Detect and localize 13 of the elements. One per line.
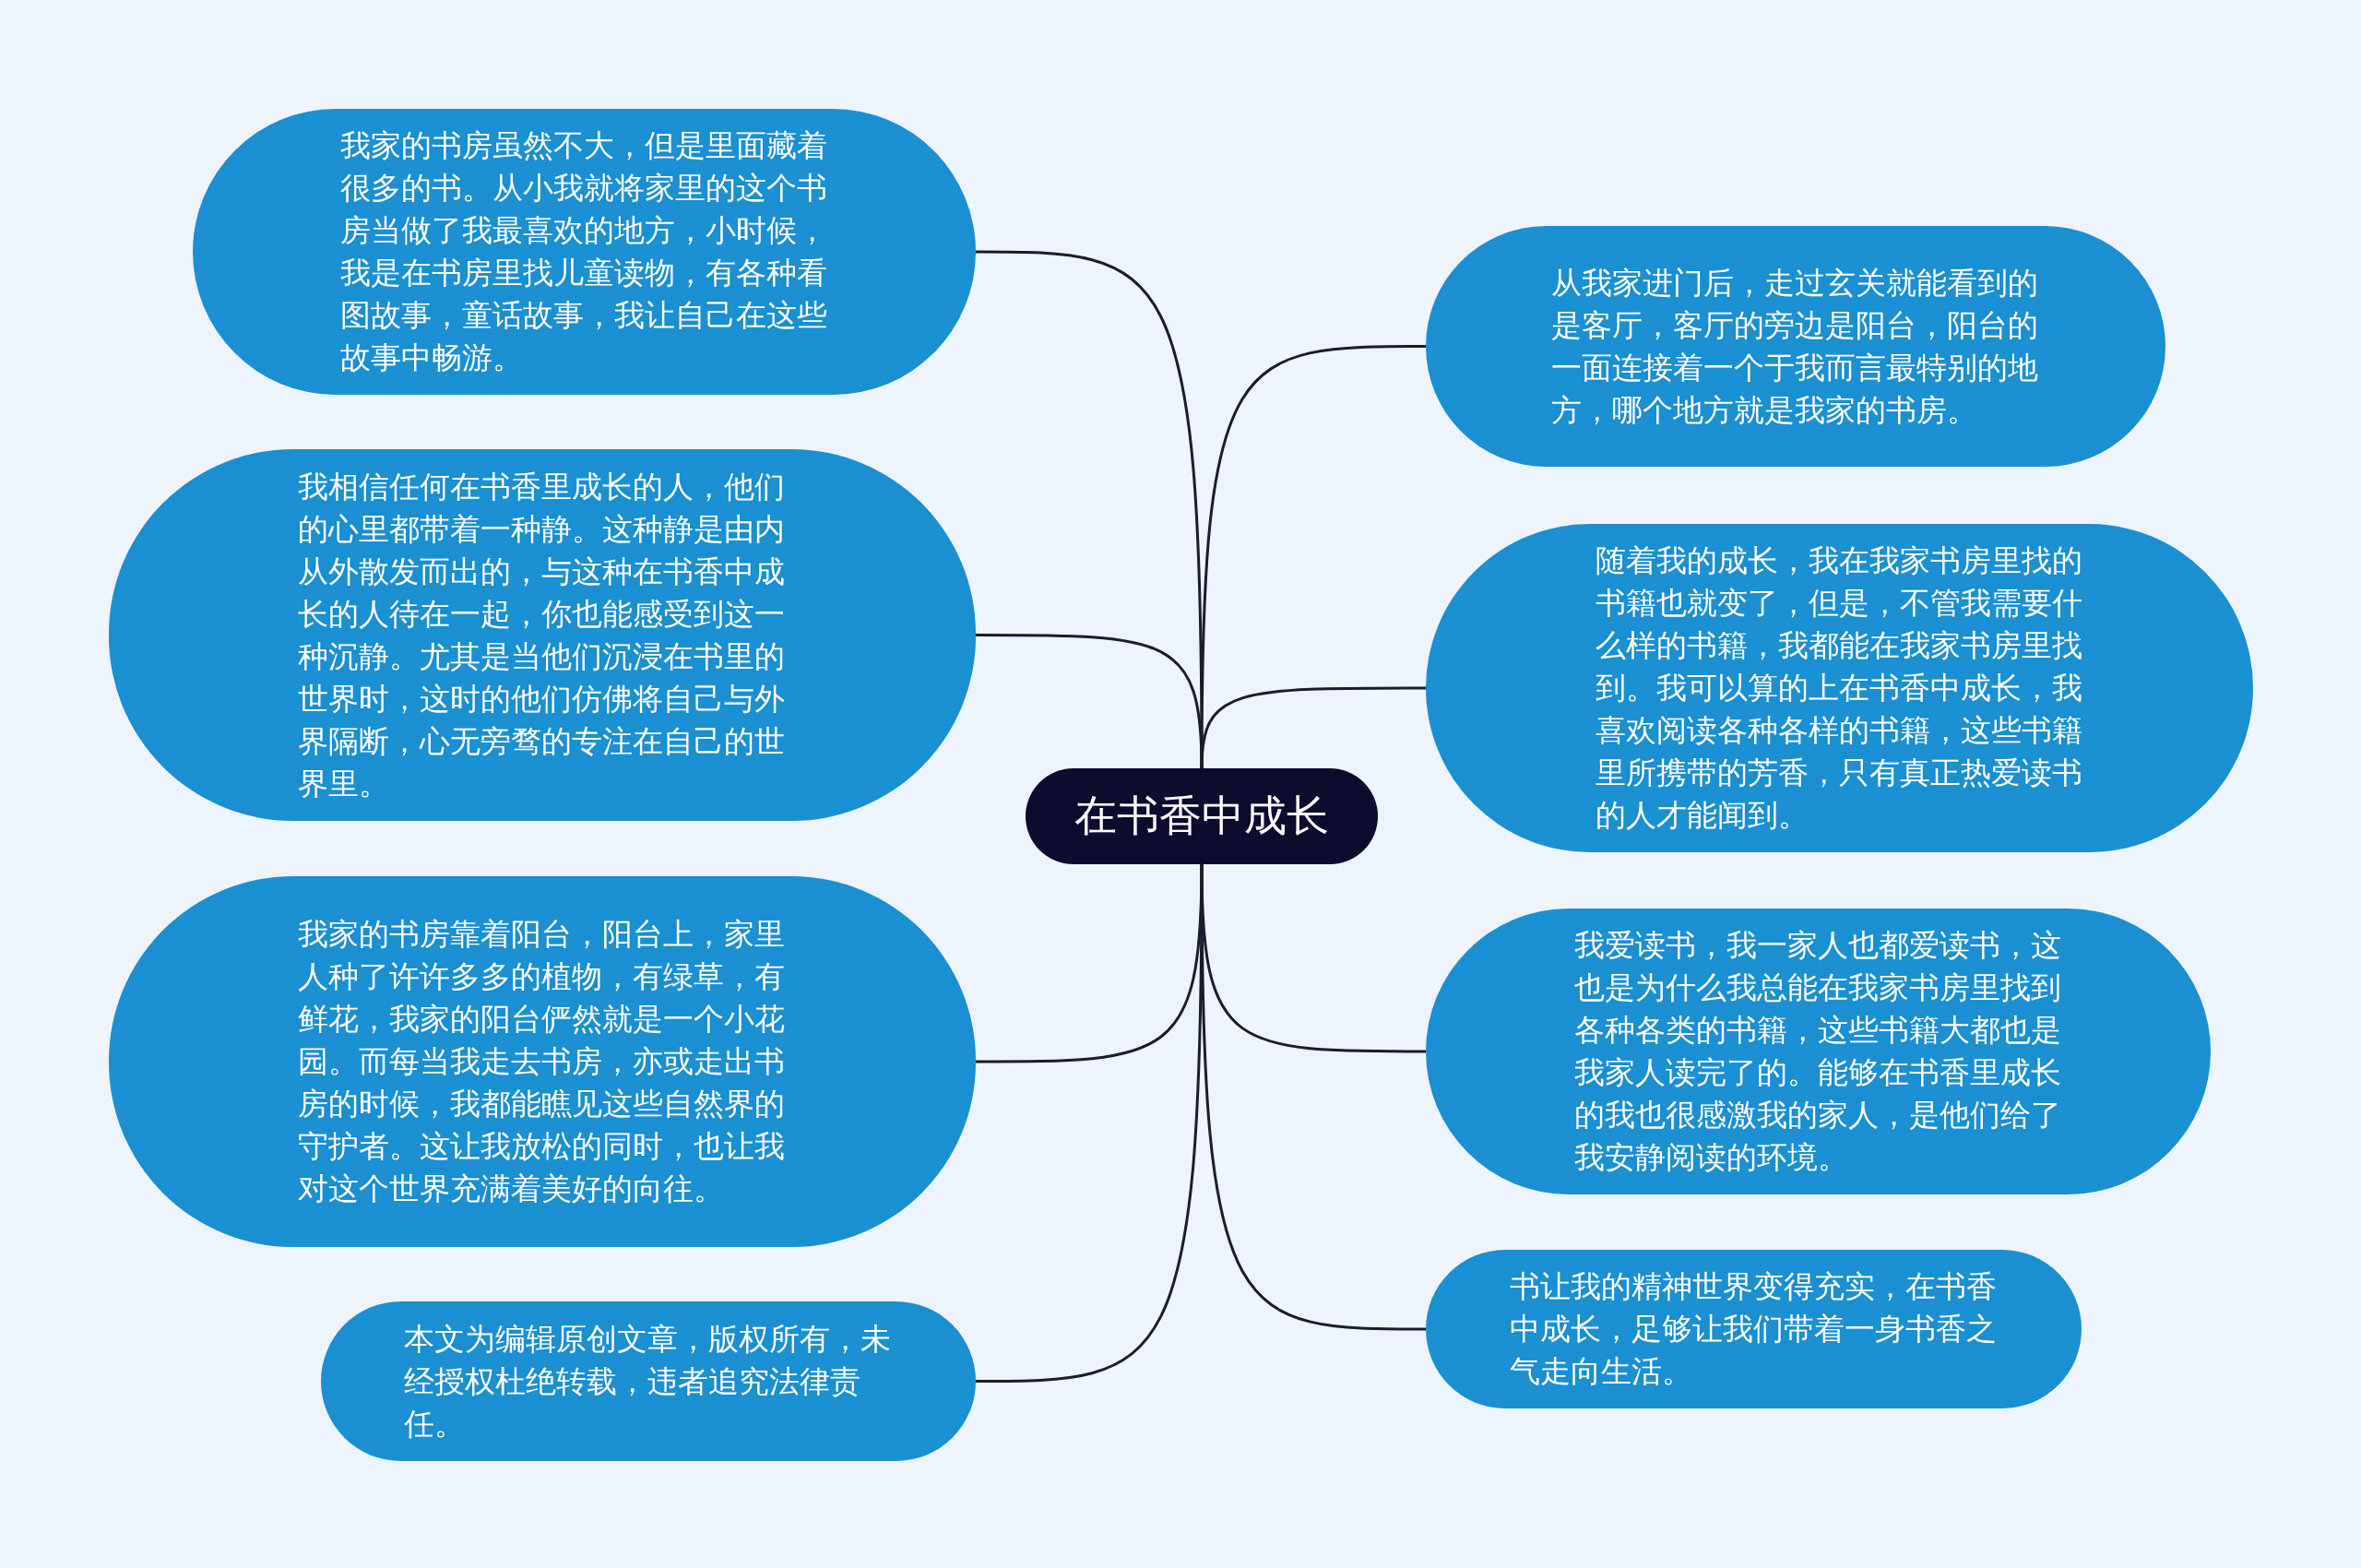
topic-bubble: 我家的书房靠着阳台，阳台上，家里人种了许许多多的植物，有绿草，有鲜花，我家的阳台俨然就是一个小花园。而每当我走去书房，亦或走出书房的时候，我都能瞧见这些自然界的守护者。这让我放松的同时，也让我对这个世界充满着美好的向往。: [109, 876, 976, 1247]
connector-line: [1200, 864, 1426, 1331]
central-topic: 在书香中成长: [1026, 768, 1378, 864]
topic-bubble: 我家的书房虽然不大，但是里面藏着很多的书。从小我就将家里的这个书房当做了我最喜欢的地方，小时候，我是在书房里找儿童读物，有各种看图故事，童话故事，我让自己在这些故事中畅游。: [193, 109, 976, 395]
connector-line: [1200, 686, 1426, 769]
topic-bubble: 书让我的精神世界变得充实，在书香中成长，足够让我们带着一身书香之气走向生活。: [1426, 1250, 2082, 1408]
topic-bubble: 我爱读书，我一家人也都爱读书，这也是为什么我总能在我家书房里找到各种各类的书籍，这些书籍大都也是我家人读完了的。能够在书香里成长的我也很感激我的家人，是他们给了我安静阅读的环境。: [1426, 909, 2211, 1194]
connector-line: [1200, 345, 1426, 768]
topic-bubble: 本文为编辑原创文章，版权所有，未经授权杜绝转载，违者追究法律责任。: [321, 1301, 976, 1461]
connector-line: [976, 864, 1204, 1383]
topic-bubble: 从我家进门后，走过玄关就能看到的是客厅，客厅的旁边是阳台，阳台的一面连接着一个于我而言最特别的地方，哪个地方就是我家的书房。: [1426, 226, 2165, 467]
topic-bubble: 我相信任何在书香里成长的人，他们的心里都带着一种静。这种静是由内从外散发而出的，与这种在书香中成长的人待在一起，你也能感受到这一种沉静。尤其是当他们沉浸在书里的世界时，这时的他们仿佛将自己与外界隔断，心无旁骛的专注在自己的世界里。: [109, 449, 976, 821]
topic-bubble: 随着我的成长，我在我家书房里找的书籍也就变了，但是，不管我需要什么样的书籍，我都能在我家书房里找到。我可以算的上在书香中成长，我喜欢阅读各种各样的书籍，这些书籍里所携带的芳香，只有真正热爱读书的人才能闻到。: [1426, 524, 2253, 852]
